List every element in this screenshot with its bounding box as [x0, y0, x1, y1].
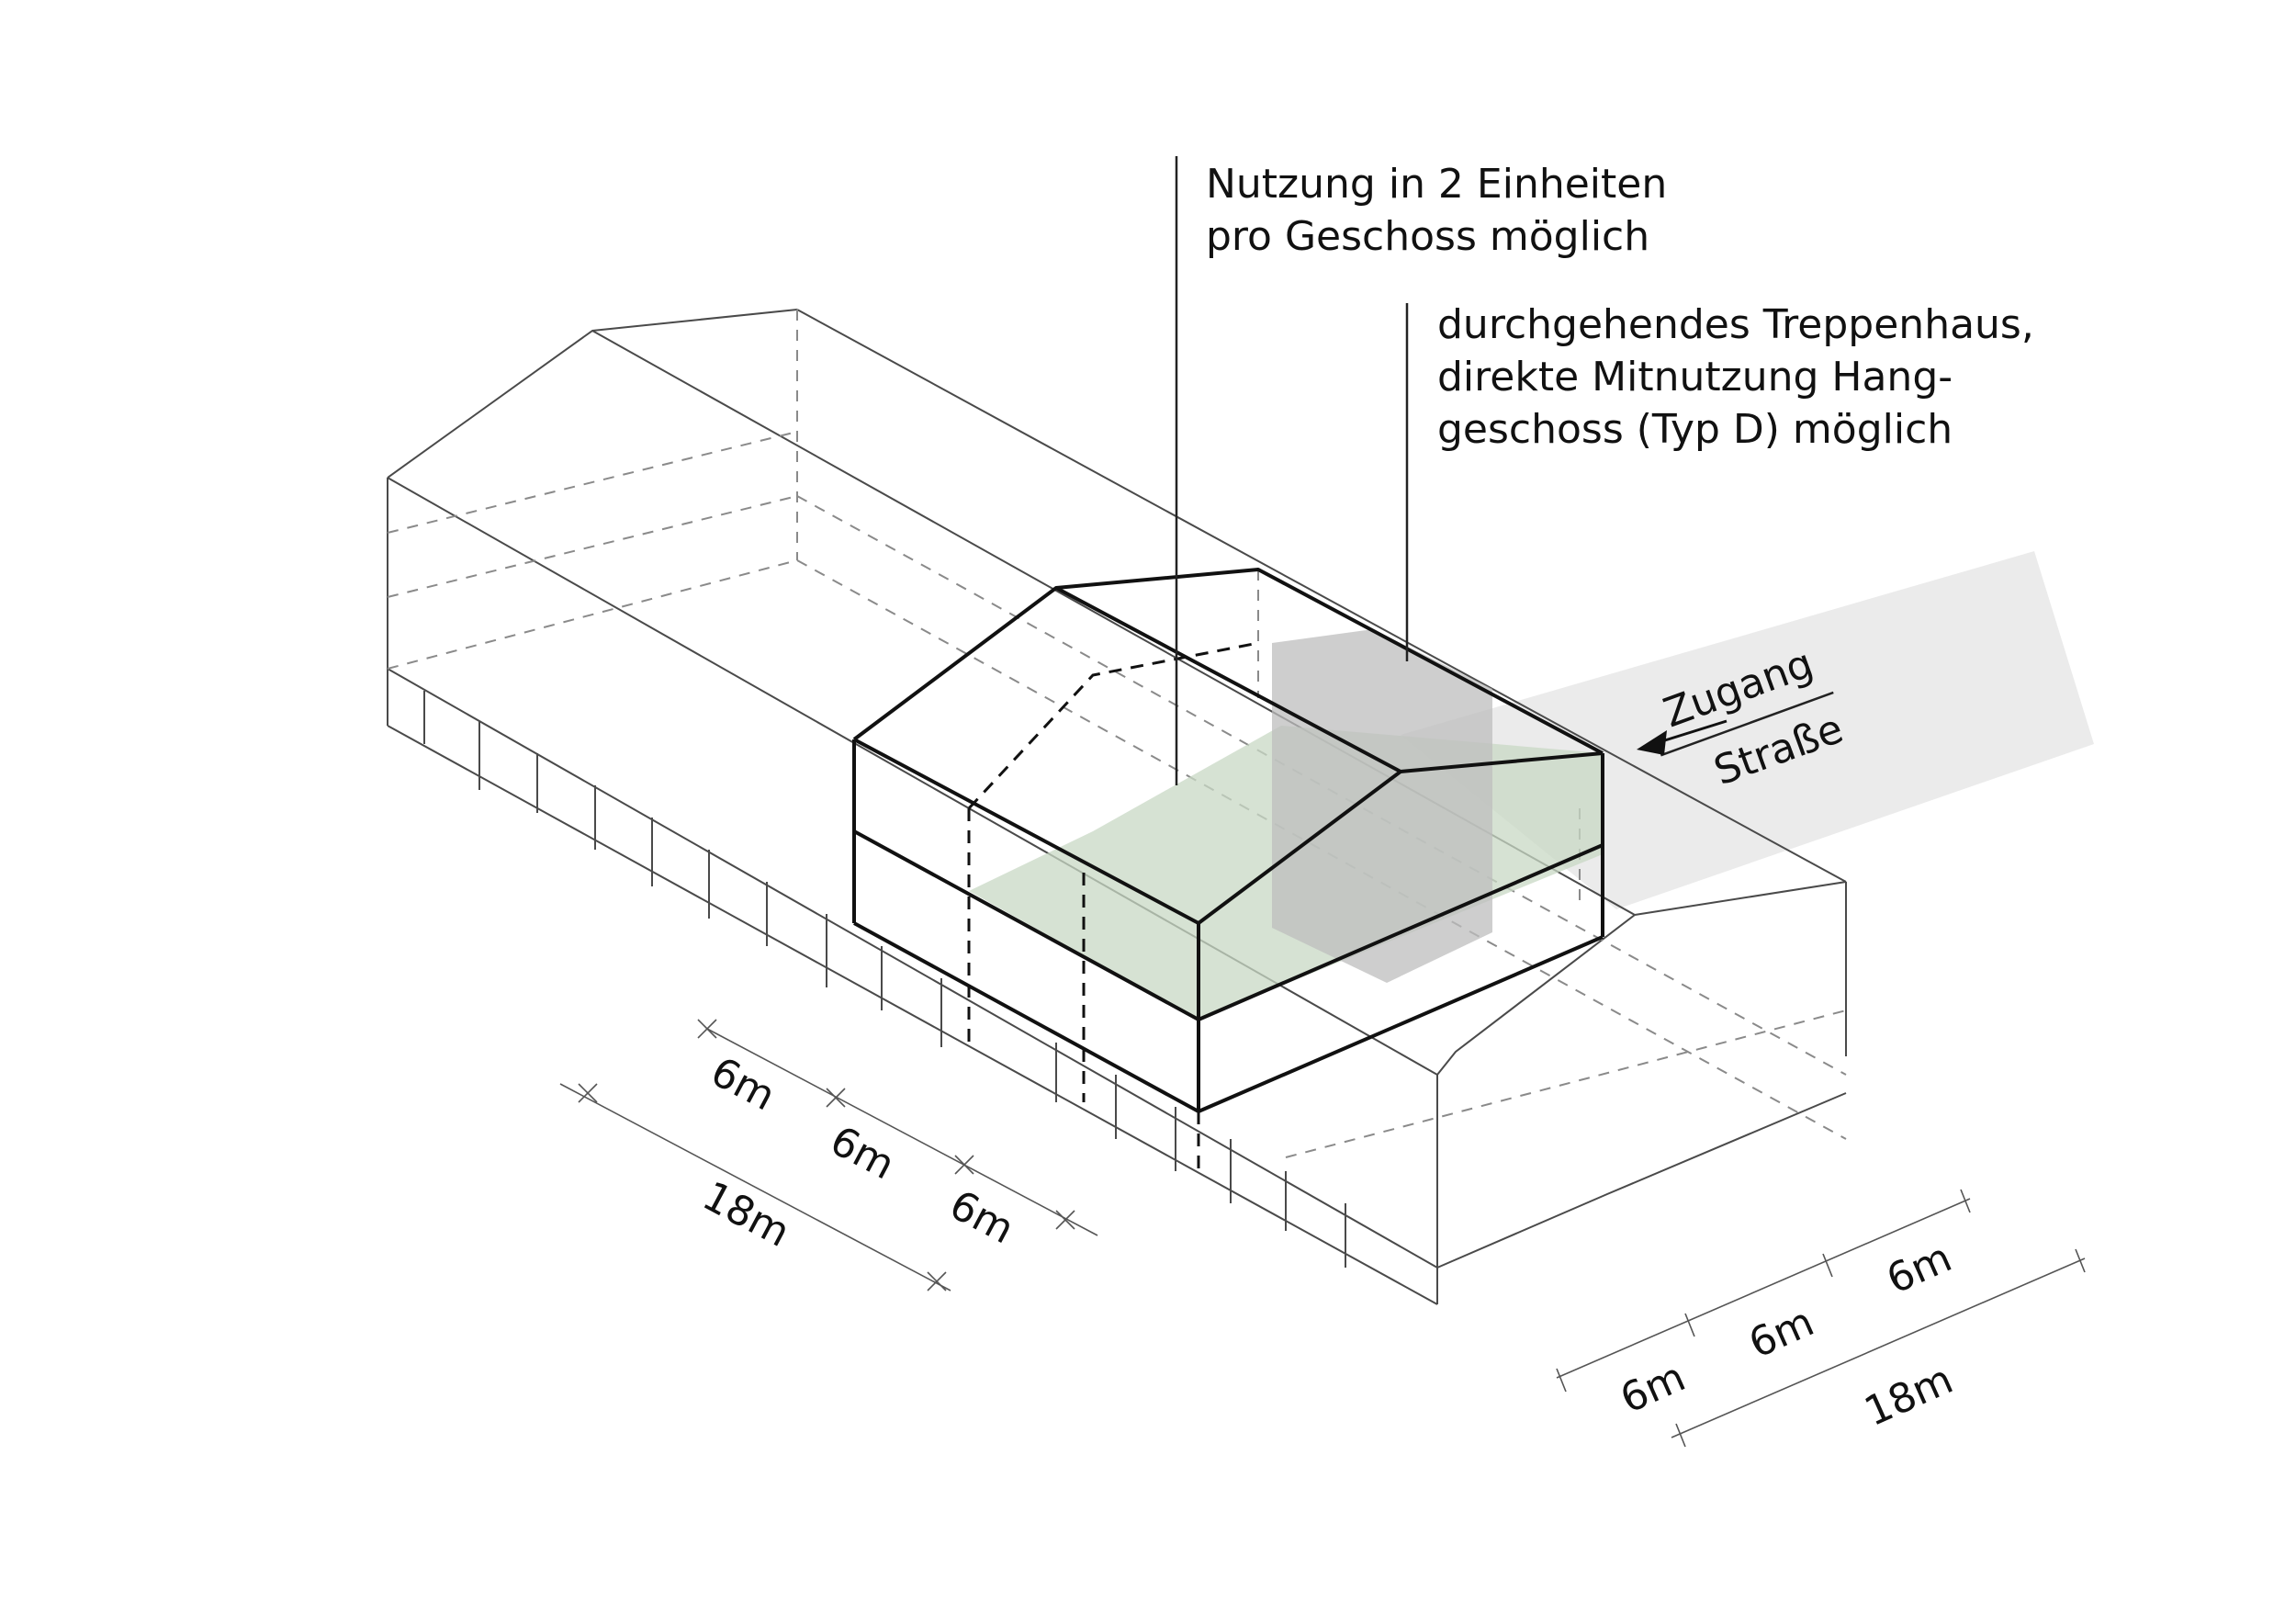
stair-label-line2: direkte Mitnutzung Hang- [1437, 354, 1953, 400]
dim-left-seg1: 6m [703, 1048, 783, 1120]
dimension-chain-right: 6m 6m 6m 18m [1556, 1189, 2086, 1448]
building-envelope [387, 309, 1847, 1305]
tick-marks-right [1556, 1189, 2086, 1448]
stair-label-line1: durchgehendes Treppenhaus, [1437, 301, 2034, 348]
dim-right-total: 18m [1858, 1356, 1960, 1436]
dim-left-seg2: 6m [823, 1117, 903, 1189]
dim-left-total: 18m [695, 1172, 797, 1256]
access-arrow-icon [1637, 719, 1728, 755]
dimension-chain-left: 6m 6m 6m 18m [559, 1019, 1098, 1291]
dim-right-seg1: 6m [1614, 1354, 1692, 1423]
tick-marks-left [578, 1019, 1075, 1291]
stair-core-fill [1272, 629, 1492, 983]
highlighted-section-outline [852, 568, 1604, 1176]
dim-left-seg3: 6m [942, 1181, 1022, 1253]
dim-right-seg2: 6m [1742, 1299, 1820, 1368]
hidden-edges [387, 310, 1847, 1158]
units-label-line2: pro Geschoss möglich [1206, 213, 1649, 260]
dim-right-seg3: 6m [1880, 1235, 1958, 1303]
units-label-line1: Nutzung in 2 Einheiten [1206, 161, 1667, 208]
stair-label-line3: geschoss (Typ D) möglich [1437, 406, 1953, 453]
